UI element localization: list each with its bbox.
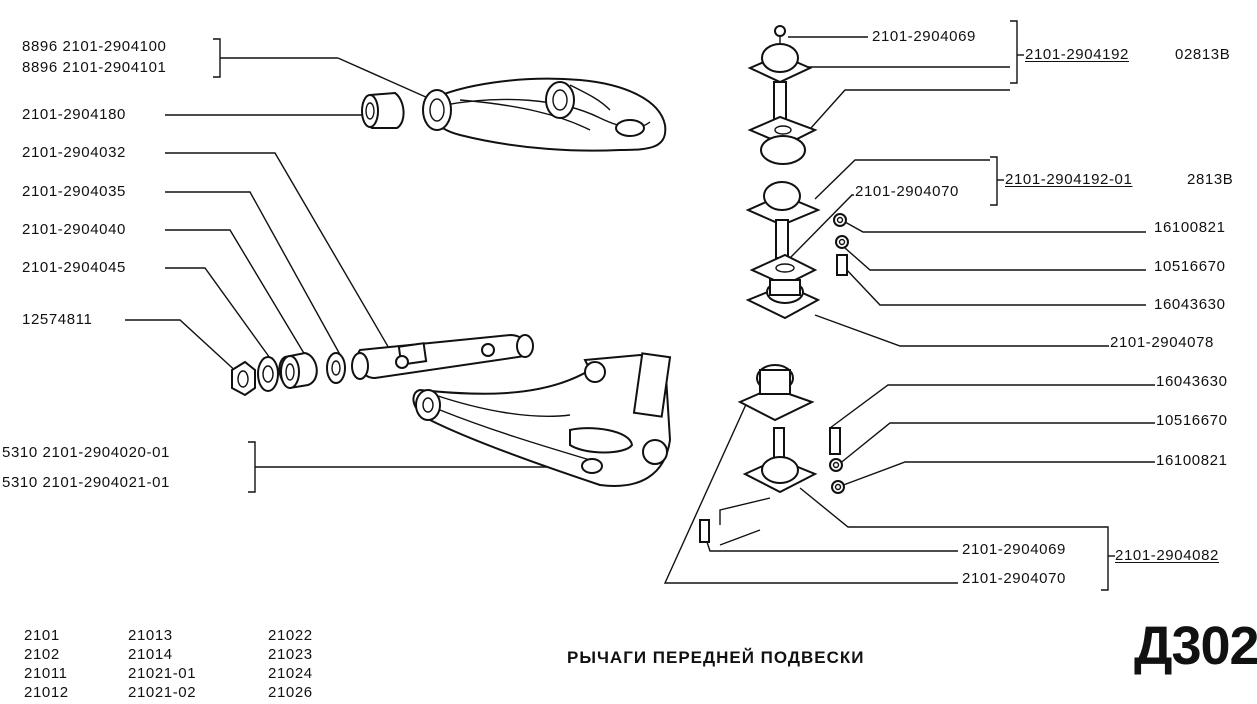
label-washer-r1: 10516670 [1154,258,1226,275]
label-upper-boot: 2101-2904069 [872,28,976,45]
model-item: 21026 [268,684,313,701]
buffer [745,279,821,320]
label-buffer: 2101-2904078 [1110,334,1214,351]
model-item: 21023 [268,646,313,663]
sheet-code: Д302 [1134,616,1257,676]
label-upper-axle: 2101-2904032 [22,144,126,161]
label-lower-arm-2: 5310 2101-2904021-01 [2,474,170,491]
upper-arm [422,77,667,152]
label-washer-r2: 10516670 [1156,412,1228,429]
label-upper-bushing: 2101-2904180 [22,106,126,123]
label-washer-2: 2101-2904045 [22,259,126,276]
model-item: 21012 [24,684,69,701]
label-lower-arm-1: 5310 2101-2904020-01 [2,444,170,461]
small-fasteners-lower [829,427,845,494]
model-item: 21013 [128,627,173,644]
label-nut-r2: 16100821 [1156,452,1228,469]
label-upper-joint-alt: 2101-2904192-01 [1005,171,1133,188]
leader-lines [125,20,1155,591]
model-item: 2102 [24,646,60,663]
lower-axle-assembly [231,333,534,397]
model-item: 2101 [24,627,60,644]
label-upper-joint-alt-code: 2813В [1187,171,1234,188]
label-lower-joint: 2101-2904082 [1115,547,1219,564]
label-upper-arm-2: 8896 2101-2904101 [22,59,167,76]
label-upper-joint-code: 02813В [1175,46,1231,63]
model-item: 21021-02 [128,684,197,701]
model-item: 21022 [268,627,313,644]
upper-ball-joint-alt [745,181,821,287]
label-nut-r1: 16100821 [1154,219,1226,236]
label-upper-arm-1: 8896 2101-2904100 [22,38,167,55]
model-item: 21021-01 [128,665,197,682]
label-upper-pin: 2101-2904070 [855,183,959,200]
lower-ball-joint [699,364,818,543]
label-lower-pin: 2101-2904070 [962,570,1066,587]
label-upper-joint: 2101-2904192 [1025,46,1129,63]
models-column-3: 21022 21023 21024 21026 [268,626,313,702]
label-bolt-r2: 16043630 [1156,373,1228,390]
label-lower-bushing: 2101-2904040 [22,221,126,238]
upper-ball-joint [747,25,818,165]
label-bolt-r1: 16043630 [1154,296,1226,313]
upper-bushing [361,91,405,129]
lower-arm [412,352,672,487]
models-column-2: 21013 21014 21021-01 21021-02 [128,626,196,702]
label-lower-boot: 2101-2904069 [962,541,1066,558]
model-item: 21011 [24,665,68,682]
diagram-title: РЫЧАГИ ПЕРЕДНЕЙ ПОДВЕСКИ [567,648,865,667]
label-lower-nut: 12574811 [22,311,93,328]
model-item: 21014 [128,646,173,663]
models-column-1: 2101 2102 21011 21012 [24,626,69,702]
label-washer-1: 2101-2904035 [22,183,126,200]
small-fasteners-upper [833,213,849,276]
model-item: 21024 [268,665,313,682]
